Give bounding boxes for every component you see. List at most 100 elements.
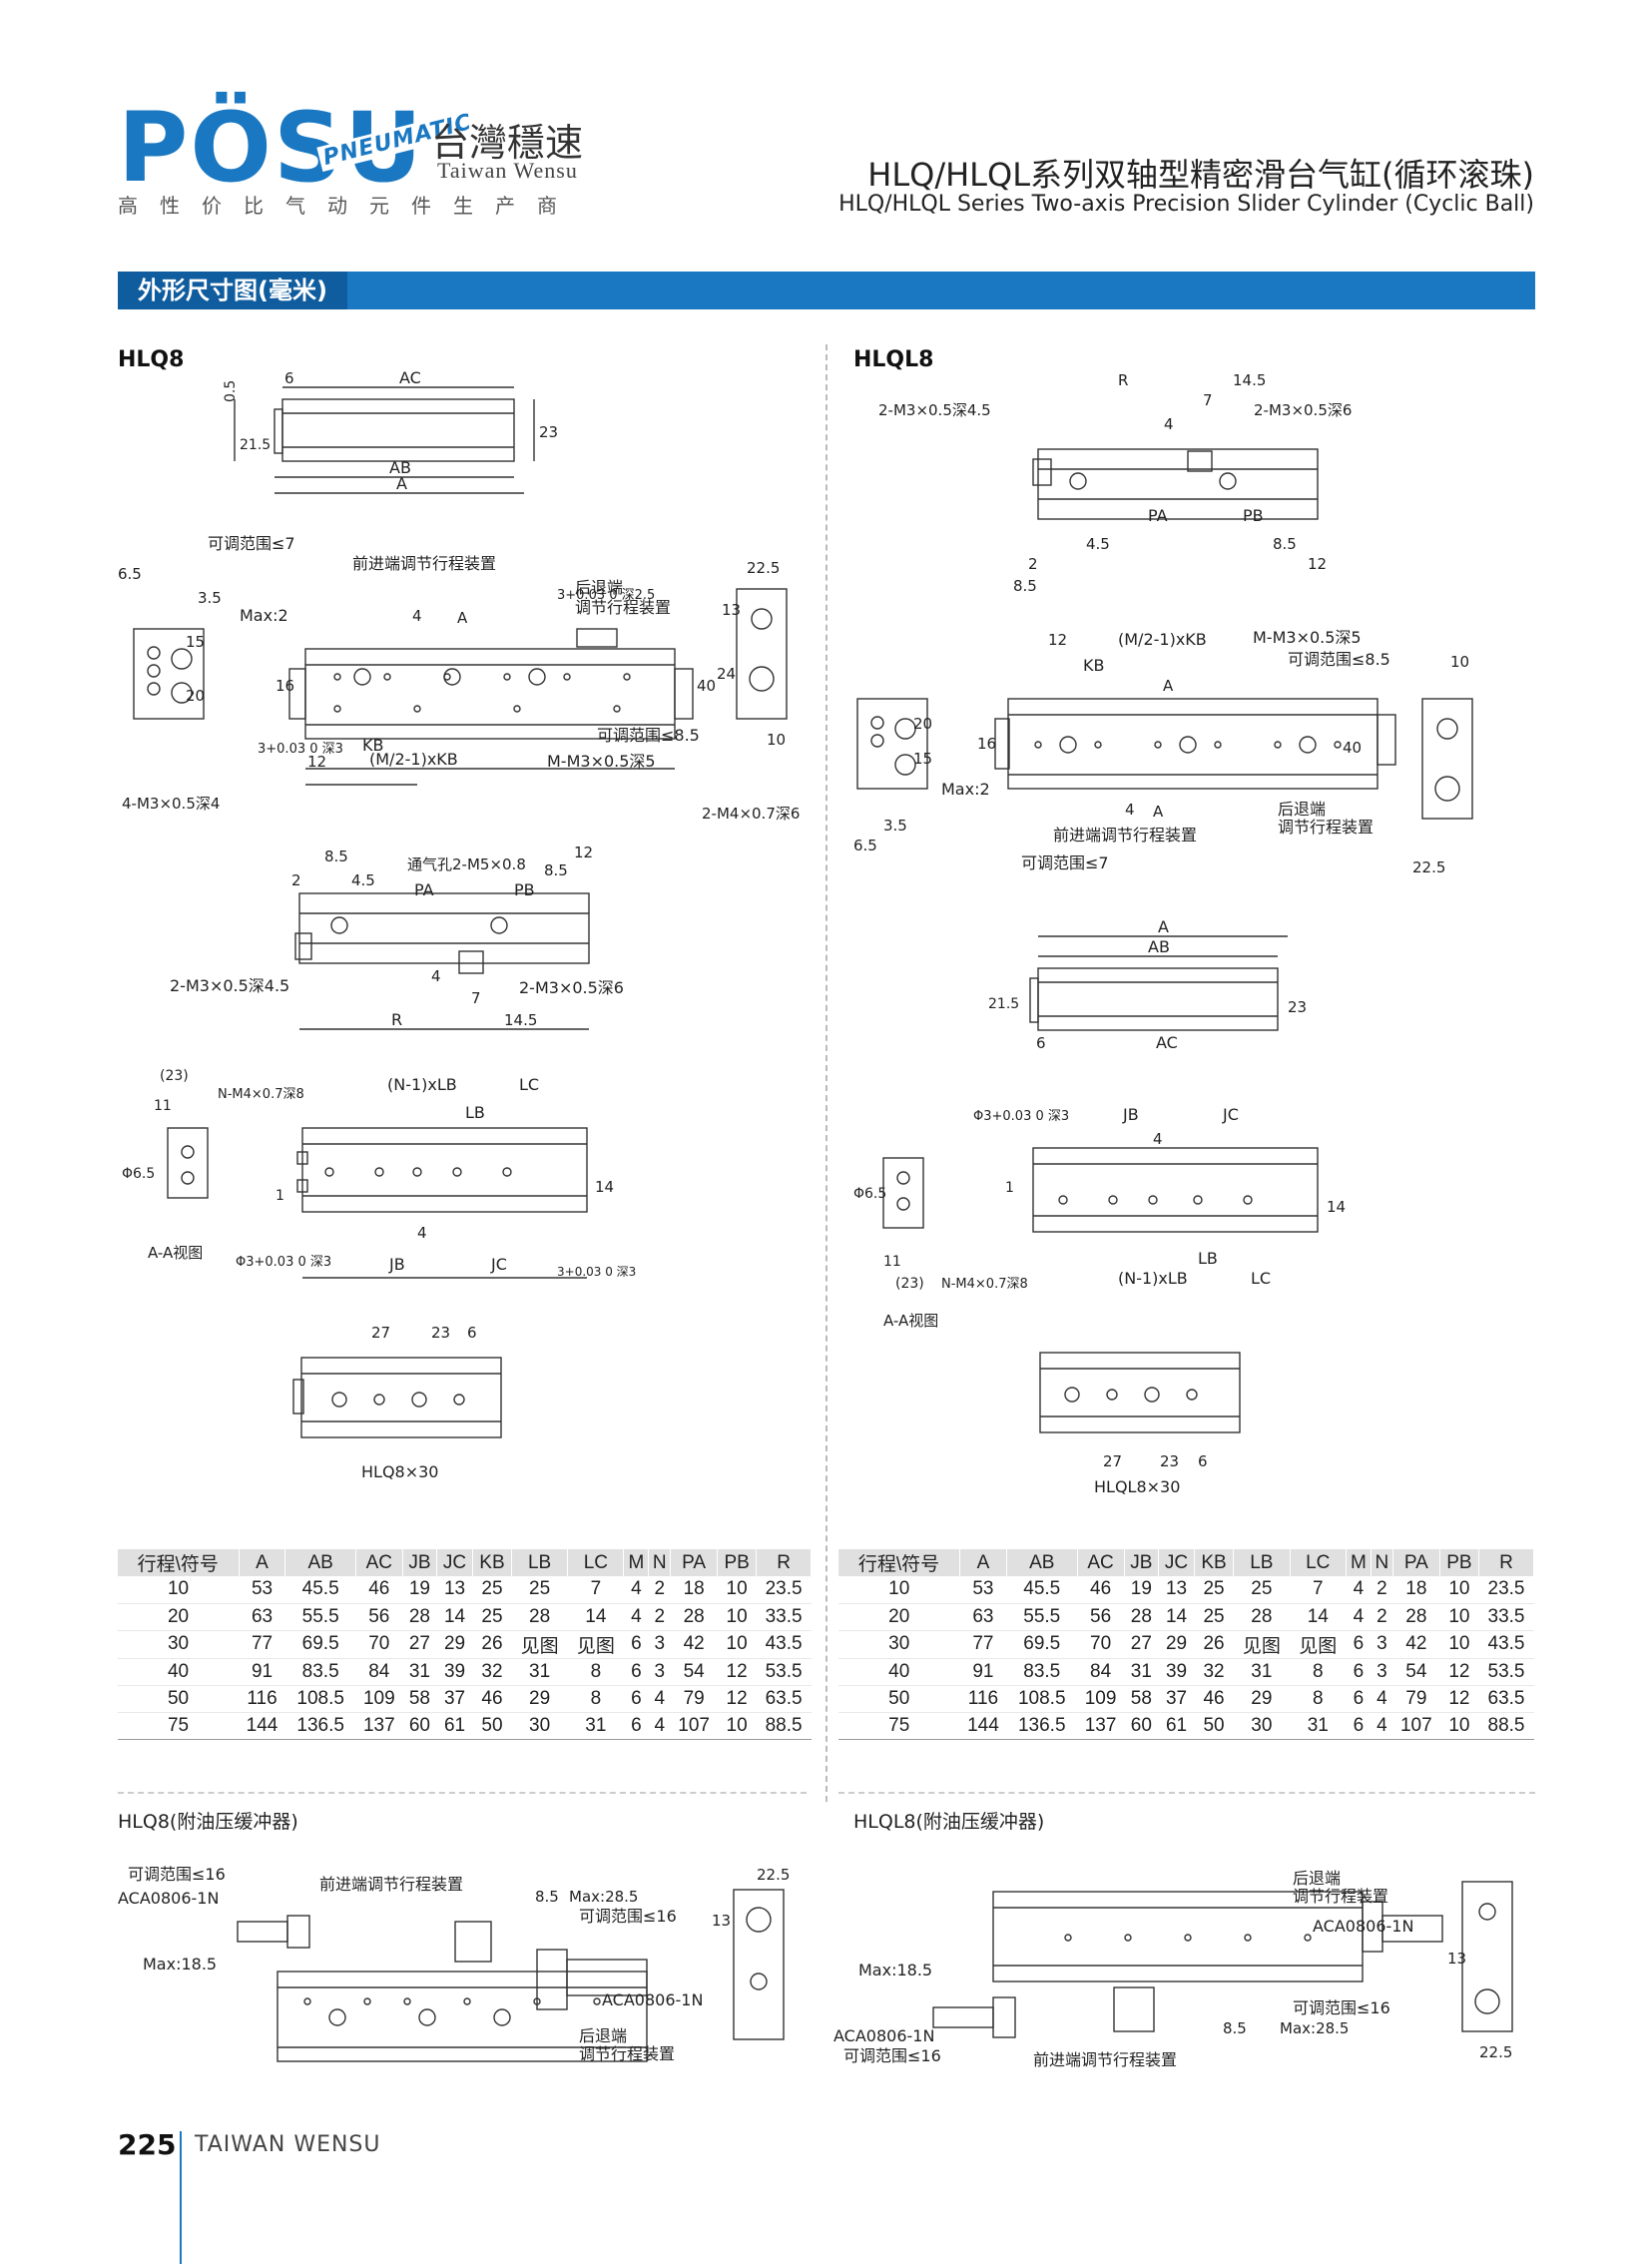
table-cell: 53.5 <box>765 1660 803 1682</box>
table-cell: 53 <box>972 1578 994 1600</box>
table-cell: 14 <box>1307 1605 1329 1627</box>
table-cell: 136.5 <box>1017 1714 1066 1736</box>
buf-rear-2: 调节行程装置 <box>579 2044 675 2063</box>
table-cell: 30 <box>167 1633 190 1654</box>
table-cell: 见图 <box>1299 1635 1338 1657</box>
divider-right <box>838 1792 1535 1794</box>
dim-lc: LC <box>519 1075 539 1094</box>
table-cell: 10 <box>726 1633 748 1654</box>
table-cell: 20 <box>888 1605 910 1627</box>
dim-6: 6 <box>284 369 294 387</box>
table-cell: 6 <box>631 1687 642 1709</box>
table-cell: 10 <box>1448 1578 1470 1600</box>
r-top-21-5: 21.5 <box>988 996 1019 1012</box>
table-cell: 7 <box>1312 1578 1324 1600</box>
r-dim-8-5b: 8.5 <box>1273 535 1297 553</box>
dim-10: 10 <box>767 731 786 749</box>
table-cell: 79 <box>683 1687 705 1709</box>
table-cell: 60 <box>408 1714 430 1736</box>
dim-kb: KB <box>362 736 383 755</box>
table-cell: 10 <box>1448 1633 1470 1654</box>
r-dim-27: 27 <box>1103 1452 1122 1470</box>
table-cell: 75 <box>888 1714 910 1736</box>
table-cell: 18 <box>1405 1578 1427 1600</box>
table-cell: 56 <box>368 1605 390 1627</box>
r-rear-2: 调节行程装置 <box>1278 818 1374 837</box>
dim-2: 2 <box>291 871 301 889</box>
rbuf-adj-16b: 可调范围≤16 <box>843 2046 941 2065</box>
table-cell: 55.5 <box>1023 1605 1061 1627</box>
dim-6b: 6 <box>467 1324 477 1342</box>
table-cell: 79 <box>1405 1687 1427 1709</box>
r-lc: LC <box>1251 1269 1271 1288</box>
hlq8-buffer-view: 可调范围≤16 ACA0806-1N 前进端调节行程装置 Max:18.5 8.… <box>118 1862 826 2081</box>
r-top-a: A <box>1158 917 1169 936</box>
table-cell: 29 <box>1251 1687 1273 1709</box>
table-cell: 63.5 <box>1487 1687 1525 1709</box>
table-cell: 32 <box>481 1660 503 1682</box>
table-cell: 28 <box>1405 1605 1427 1627</box>
table-cell: 50 <box>888 1687 910 1709</box>
r-dim-3-5: 3.5 <box>883 817 907 835</box>
table-cell: 2 <box>1377 1578 1387 1600</box>
r-dim-8-5: 8.5 <box>1013 577 1037 595</box>
r-aa-14: 14 <box>1327 1198 1346 1216</box>
r-dim-7: 7 <box>1203 391 1213 409</box>
table-cell: 61 <box>1165 1714 1188 1736</box>
brand-slogan: 高性价比气动元件生产商 <box>118 194 579 218</box>
table-cell: 4 <box>1377 1714 1387 1736</box>
r-dim-6-5: 6.5 <box>853 837 877 854</box>
table-cell: 31 <box>1307 1714 1329 1736</box>
table-cell: 10 <box>726 1714 748 1736</box>
table-cell: 109 <box>1084 1687 1117 1709</box>
dim-23: 23 <box>539 423 558 441</box>
hlq8-front-view: 可调范围≤7 6.5 3.5 前进端调节行程装置 Max:2 4 A 3+0.0… <box>118 529 800 829</box>
r-dim-kb: KB <box>1083 656 1104 675</box>
table-header-cell: PA <box>1392 1549 1440 1576</box>
rbuf-22-5: 22.5 <box>1479 2043 1512 2061</box>
table-cell: 6 <box>631 1633 642 1654</box>
table-cell: 63 <box>972 1605 994 1627</box>
dim-4d: 4 <box>417 1224 427 1242</box>
table-cell: 29 <box>529 1687 551 1709</box>
thread-m-m3: M-M3×0.5深5 <box>547 752 656 771</box>
table-header-cell: LB <box>1233 1549 1291 1576</box>
table-header-cell: N <box>648 1549 672 1576</box>
dim-jc: JC <box>490 1255 507 1274</box>
hlq8-side-view: 8.5 2 4.5 通气孔2-M5×0.8 PA PB 12 8.5 2-M3×… <box>160 834 679 1033</box>
pin-hole-2-5: 3+0.03 0 深2.5 <box>557 588 655 603</box>
r-jb: JB <box>1122 1105 1139 1124</box>
hlql8-top-view: A AB 23 21.5 6 AC <box>988 908 1348 1058</box>
table-cell: 42 <box>1405 1633 1427 1654</box>
table-cell: 2 <box>654 1605 666 1627</box>
buf-rear-1: 后退端 <box>579 2026 627 2045</box>
table-cell: 31 <box>529 1660 551 1682</box>
hlql8-buffer-title: HLQL8(附油压缓冲器) <box>853 1811 1045 1833</box>
example-hlql8x30: HLQL8×30 <box>1094 1477 1180 1496</box>
r-dim-m2kb: (M/2-1)xKB <box>1118 630 1207 649</box>
r-dim-15: 15 <box>913 750 932 768</box>
dim-4-5: 4.5 <box>351 871 375 889</box>
dim-4: 4 <box>412 607 422 625</box>
table-cell: 46 <box>481 1687 503 1709</box>
r-dim-4: 4 <box>1164 415 1174 433</box>
table-cell: 14 <box>1165 1605 1188 1627</box>
table-cell: 25 <box>481 1605 503 1627</box>
table-cell: 29 <box>1165 1633 1188 1654</box>
buf-adj-16b: 可调范围≤16 <box>579 1907 677 1926</box>
table-header-cell: AB <box>284 1549 356 1576</box>
table-cell: 91 <box>972 1660 994 1682</box>
r-dim-2: 2 <box>1028 555 1038 573</box>
table-header-cell: R <box>1478 1549 1535 1576</box>
table-cell: 43.5 <box>765 1633 803 1654</box>
table-cell: 46 <box>1090 1578 1112 1600</box>
table-header-cell: LC <box>1290 1549 1347 1576</box>
table-cell: 39 <box>443 1660 466 1682</box>
dim-24: 24 <box>717 665 736 683</box>
dim-r: R <box>391 1010 402 1029</box>
table-cell: 23.5 <box>1487 1578 1525 1600</box>
table-cell: 108.5 <box>296 1687 344 1709</box>
